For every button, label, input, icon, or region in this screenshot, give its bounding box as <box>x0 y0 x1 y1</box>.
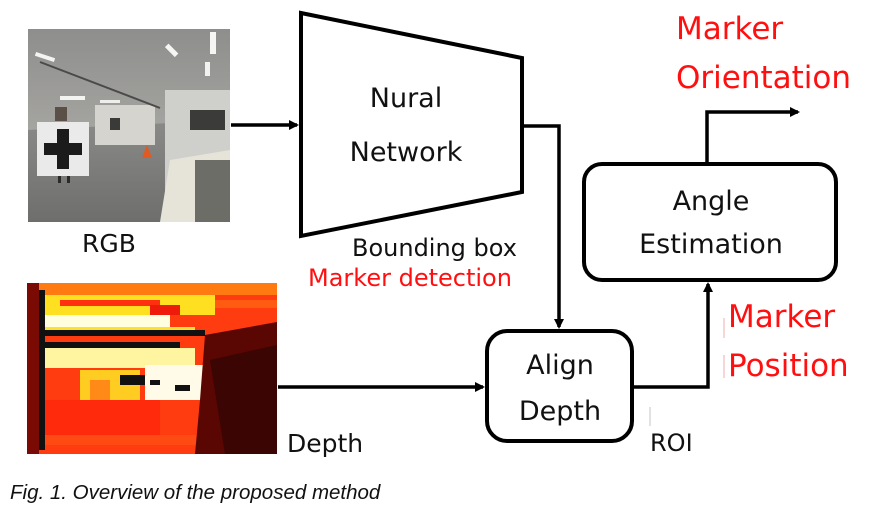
figure-caption: Fig. 1. Overview of the proposed method <box>10 481 381 504</box>
depth-image <box>27 283 277 454</box>
edge-align-to-angle <box>632 282 713 389</box>
bounding-box-label: Bounding box <box>352 234 517 262</box>
rgb-label: RGB <box>82 229 136 258</box>
neural-network-block <box>299 10 524 239</box>
edge-angle-to-orientation <box>705 107 800 164</box>
roi-label: ROI <box>650 429 693 457</box>
marker-orientation-label-line2: Orientation <box>676 60 852 96</box>
align-depth-label-line1: Align <box>526 350 594 381</box>
marker-position-label-line2: Position <box>728 348 849 384</box>
depth-label: Depth <box>287 429 364 458</box>
rgb-image <box>28 29 230 222</box>
angle-estimation-block <box>582 162 838 282</box>
angle-estimation-label-line1: Angle <box>672 186 750 217</box>
neural-network-label-line2: Network <box>349 137 463 168</box>
angle-estimation-label-line2: Estimation <box>639 229 783 260</box>
neural-network-label-line1: Nural <box>369 83 443 114</box>
marker-orientation-label-line1: Marker <box>676 11 784 47</box>
marker-position-label-line1: Marker <box>728 299 836 335</box>
marker-detection-label: Marker detection <box>308 264 512 292</box>
edge-network-to-align <box>522 124 564 329</box>
align-depth-label-line2: Depth <box>518 396 602 427</box>
